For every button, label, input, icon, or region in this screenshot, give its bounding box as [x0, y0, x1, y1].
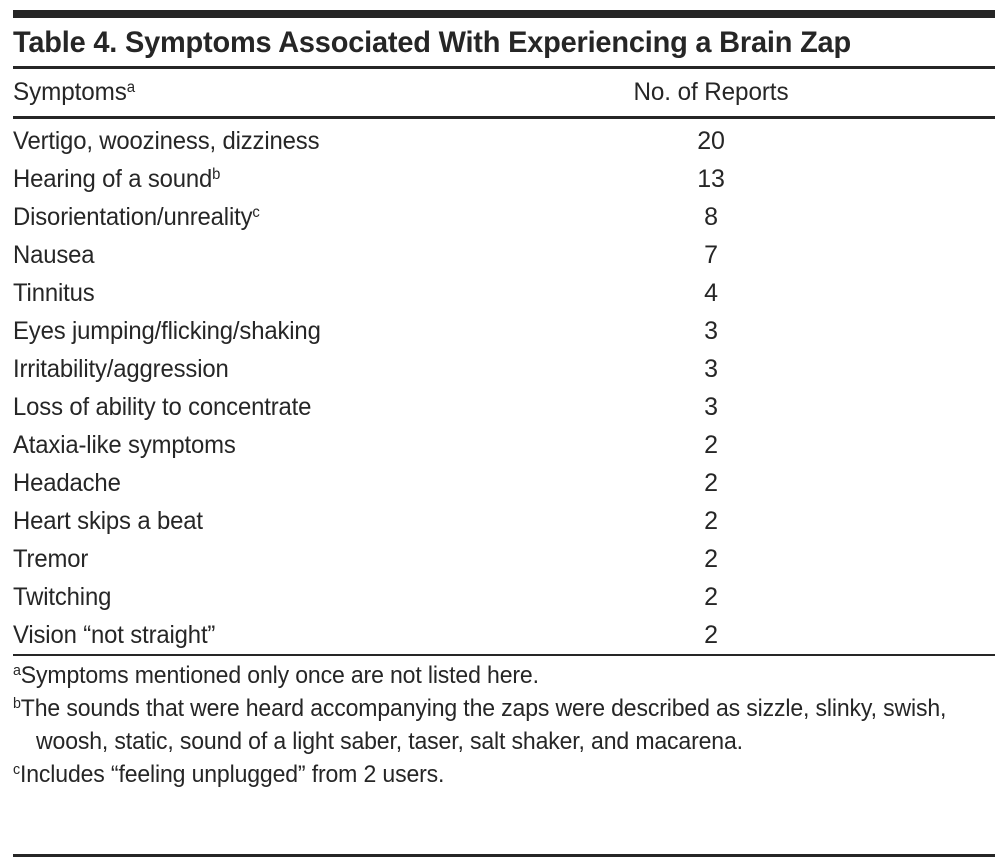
table-row: Irritability/aggression 3 — [13, 350, 995, 388]
table-row: Nausea 7 — [13, 236, 995, 274]
cell-count: 2 — [704, 507, 718, 535]
cell-symptom-footnote-marker: c — [252, 203, 260, 221]
cell-symptom-label: Irritability/aggression — [13, 355, 229, 383]
cell-symptom: Irritability/aggression — [13, 350, 589, 388]
footnote-text: Includes “feeling unplugged” from 2 user… — [20, 761, 445, 788]
cell-count: 8 — [704, 203, 718, 231]
cell-count: 2 — [704, 583, 718, 611]
body-bottom-rule — [13, 654, 995, 656]
table-row: Eyes jumping/flicking/shaking 3 — [13, 312, 995, 350]
footnote-text: The sounds that were heard accompanying … — [20, 695, 947, 755]
table-row: Disorientation/unrealityc 8 — [13, 198, 995, 236]
footnote-marker: c — [13, 761, 21, 778]
footnote: cIncludes “feeling unplugged” from 2 use… — [13, 758, 956, 791]
table-row: Hearing of a soundb 13 — [13, 160, 995, 198]
footnote: bThe sounds that were heard accompanying… — [13, 692, 956, 758]
cell-symptom-label: Loss of ability to concentrate — [13, 393, 312, 421]
title-bottom-rule — [13, 66, 995, 69]
cell-symptom: Hearing of a soundb — [13, 160, 589, 198]
cell-symptom: Vertigo, wooziness, dizziness — [13, 122, 589, 160]
bottom-rule-wrap — [13, 854, 995, 857]
cell-symptom-label: Heart skips a beat — [13, 507, 203, 535]
cell-symptom-label: Nausea — [13, 241, 95, 269]
cell-count: 3 — [704, 317, 718, 345]
cell-symptom-label: Twitching — [13, 583, 112, 611]
cell-symptom-label: Ataxia-like symptoms — [13, 431, 236, 459]
cell-count: 2 — [704, 545, 718, 573]
cell-symptom-label: Eyes jumping/flicking/shaking — [13, 317, 321, 345]
footnote-text: Symptoms mentioned only once are not lis… — [20, 662, 539, 689]
table-header-row: Symptomsa No. of Reports — [13, 69, 995, 116]
table-container: Table 4. Symptoms Associated With Experi… — [0, 10, 1008, 868]
cell-symptom: Eyes jumping/flicking/shaking — [13, 312, 589, 350]
cell-symptom: Loss of ability to concentrate — [13, 388, 589, 426]
cell-count: 2 — [704, 469, 718, 497]
table-row: Vertigo, wooziness, dizziness 20 — [13, 122, 995, 160]
table-row: Tremor 2 — [13, 540, 995, 578]
table-row: Twitching 2 — [13, 578, 995, 616]
footnote-marker: a — [13, 662, 21, 679]
cell-symptom-label: Disorientation/unreality — [13, 203, 253, 231]
cell-count: 2 — [704, 621, 718, 649]
cell-count: 4 — [704, 279, 718, 307]
cell-symptom: Twitching — [13, 578, 589, 616]
cell-count: 7 — [704, 241, 718, 269]
table-bottom-rule — [13, 854, 995, 857]
cell-count: 20 — [697, 127, 725, 155]
column-header-symptoms-label: Symptoms — [13, 78, 127, 106]
cell-symptom: Heart skips a beat — [13, 502, 589, 540]
cell-symptom-footnote-marker: b — [212, 165, 221, 183]
column-header-no-of-reports: No. of Reports — [633, 78, 789, 106]
cell-symptom-label: Hearing of a sound — [13, 165, 213, 193]
column-header-symptoms-footnote-marker: a — [126, 78, 136, 96]
footnote: aSymptoms mentioned only once are not li… — [13, 659, 956, 692]
table-row: Tinnitus 4 — [13, 274, 995, 312]
cell-count: 13 — [697, 165, 725, 193]
cell-count: 3 — [704, 355, 718, 383]
table-row: Headache 2 — [13, 464, 995, 502]
cell-symptom: Nausea — [13, 236, 589, 274]
cell-symptom-label: Headache — [13, 469, 121, 497]
cell-symptom: Ataxia-like symptoms — [13, 426, 589, 464]
cell-symptom: Vision “not straight” — [13, 616, 589, 654]
header-bottom-rule — [13, 116, 995, 119]
cell-count: 2 — [704, 431, 718, 459]
cell-symptom-label: Vertigo, wooziness, dizziness — [13, 127, 320, 155]
cell-symptom-label: Tinnitus — [13, 279, 95, 307]
table-footnotes: aSymptoms mentioned only once are not li… — [13, 656, 995, 791]
table-row: Vision “not straight” 2 — [13, 616, 995, 654]
table-title: Table 4. Symptoms Associated With Experi… — [13, 26, 851, 59]
footnote-marker: b — [13, 695, 21, 712]
cell-symptom: Tinnitus — [13, 274, 589, 312]
cell-symptom-label: Tremor — [13, 545, 89, 573]
column-header-symptoms: Symptomsa — [13, 69, 598, 116]
table-row: Heart skips a beat 2 — [13, 502, 995, 540]
table-row: Loss of ability to concentrate 3 — [13, 388, 995, 426]
cell-symptom-label: Vision “not straight” — [13, 621, 216, 649]
table-row: Ataxia-like symptoms 2 — [13, 426, 995, 464]
table-top-rule — [13, 10, 995, 18]
cell-symptom: Headache — [13, 464, 589, 502]
cell-symptom: Disorientation/unrealityc — [13, 198, 589, 236]
cell-count: 3 — [704, 393, 718, 421]
cell-symptom: Tremor — [13, 540, 589, 578]
